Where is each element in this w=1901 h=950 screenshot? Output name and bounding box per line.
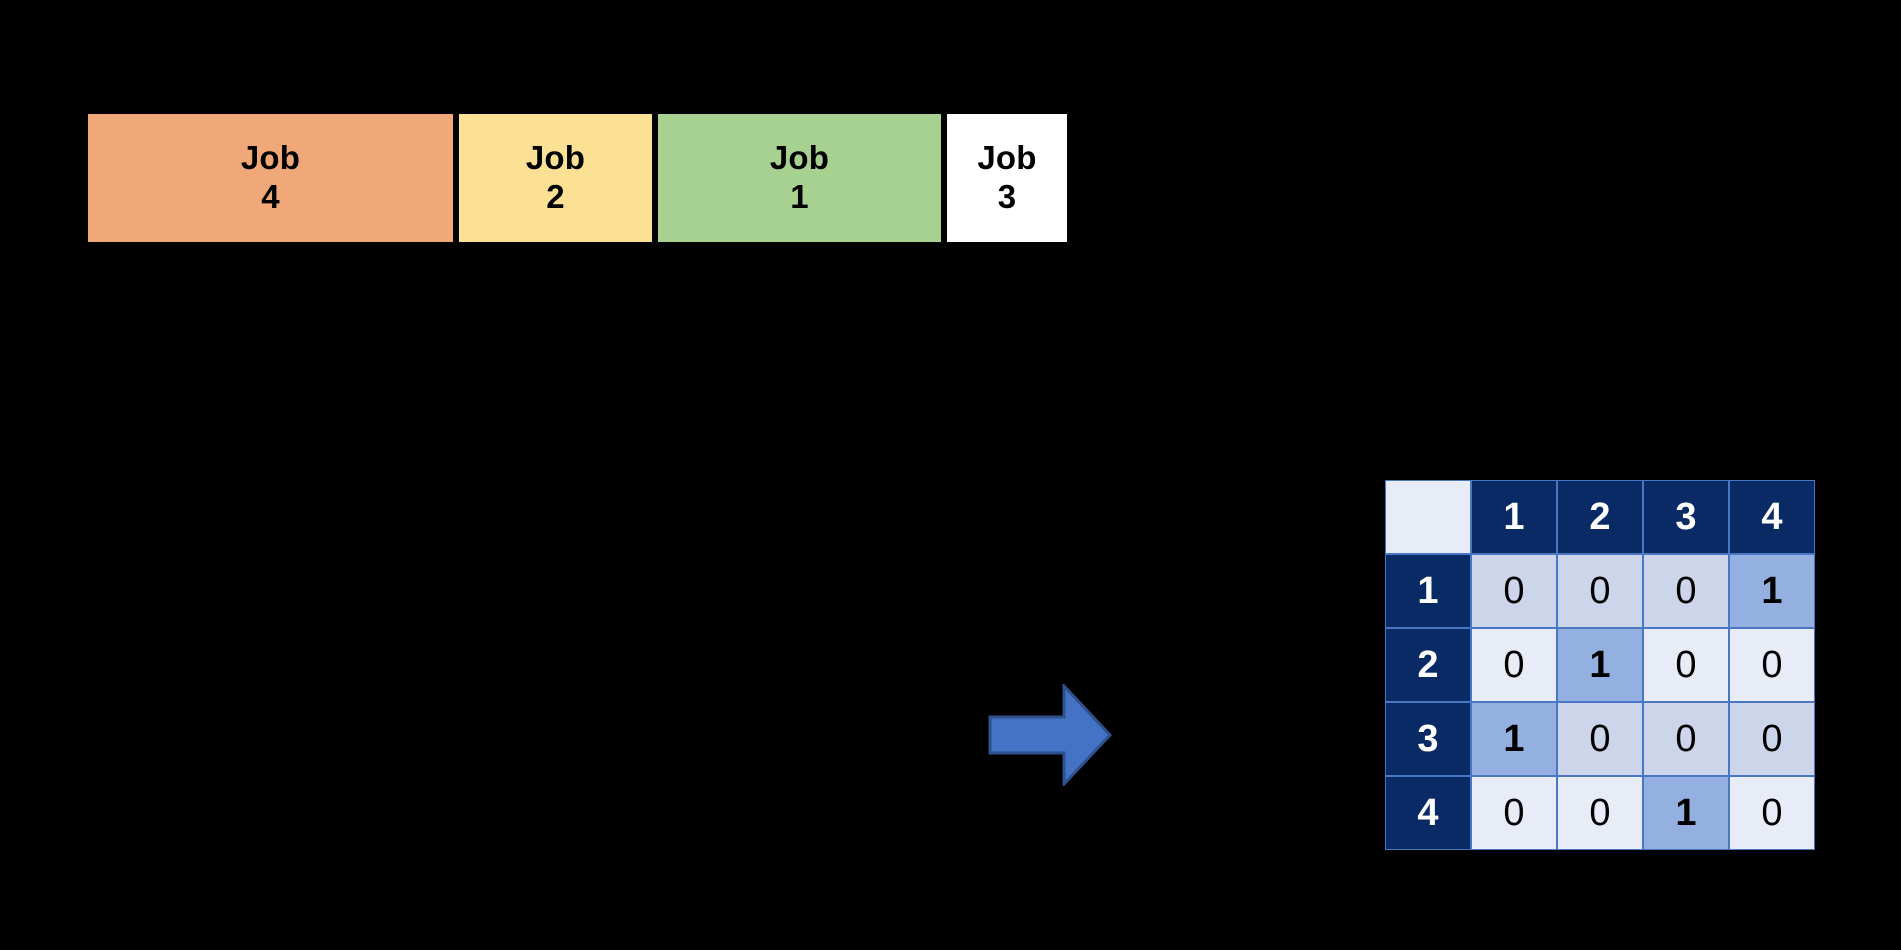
matrix-cell-r1-c4: 1 — [1729, 554, 1815, 628]
job-block-label: Job — [769, 139, 830, 177]
job-block-number: 1 — [790, 178, 809, 215]
matrix-cell-r3-c1: 1 — [1471, 702, 1557, 776]
job-block-label: Job — [240, 139, 301, 177]
matrix-column-header-1: 1 — [1471, 480, 1557, 554]
matrix-row-header-1: 1 — [1385, 554, 1471, 628]
matrix-cell-r1-c1: 0 — [1471, 554, 1557, 628]
job-block-number: 2 — [546, 178, 565, 215]
job-block-number: 4 — [261, 178, 280, 215]
matrix-cell-r2-c4: 0 — [1729, 628, 1815, 702]
matrix-cell-r3-c2: 0 — [1557, 702, 1643, 776]
matrix-cell-r3-c4: 0 — [1729, 702, 1815, 776]
matrix-column-header-3: 3 — [1643, 480, 1729, 554]
matrix-cell-r4-c1: 0 — [1471, 776, 1557, 850]
matrix-cell-r4-c4: 0 — [1729, 776, 1815, 850]
matrix-corner-cell — [1385, 480, 1471, 554]
right-arrow-icon — [988, 682, 1113, 788]
job-block-number: 3 — [997, 178, 1017, 215]
matrix-cell-r4-c2: 0 — [1557, 776, 1643, 850]
job-block-label: Job — [977, 139, 1037, 177]
matrix-row-header-3: 3 — [1385, 702, 1471, 776]
matrix-cell-r2-c1: 0 — [1471, 628, 1557, 702]
matrix-row-header-4: 4 — [1385, 776, 1471, 850]
matrix-cell-r1-c3: 0 — [1643, 554, 1729, 628]
matrix-cell-r2-c3: 0 — [1643, 628, 1729, 702]
matrix-row-header-2: 2 — [1385, 628, 1471, 702]
job-block-label: Job — [525, 139, 586, 177]
matrix-column-header-4: 4 — [1729, 480, 1815, 554]
matrix-column-header-2: 2 — [1557, 480, 1643, 554]
matrix-cell-r1-c2: 0 — [1557, 554, 1643, 628]
matrix-cell-r3-c3: 0 — [1643, 702, 1729, 776]
matrix-cell-r4-c3: 1 — [1643, 776, 1729, 850]
matrix-cell-r2-c2: 1 — [1557, 628, 1643, 702]
